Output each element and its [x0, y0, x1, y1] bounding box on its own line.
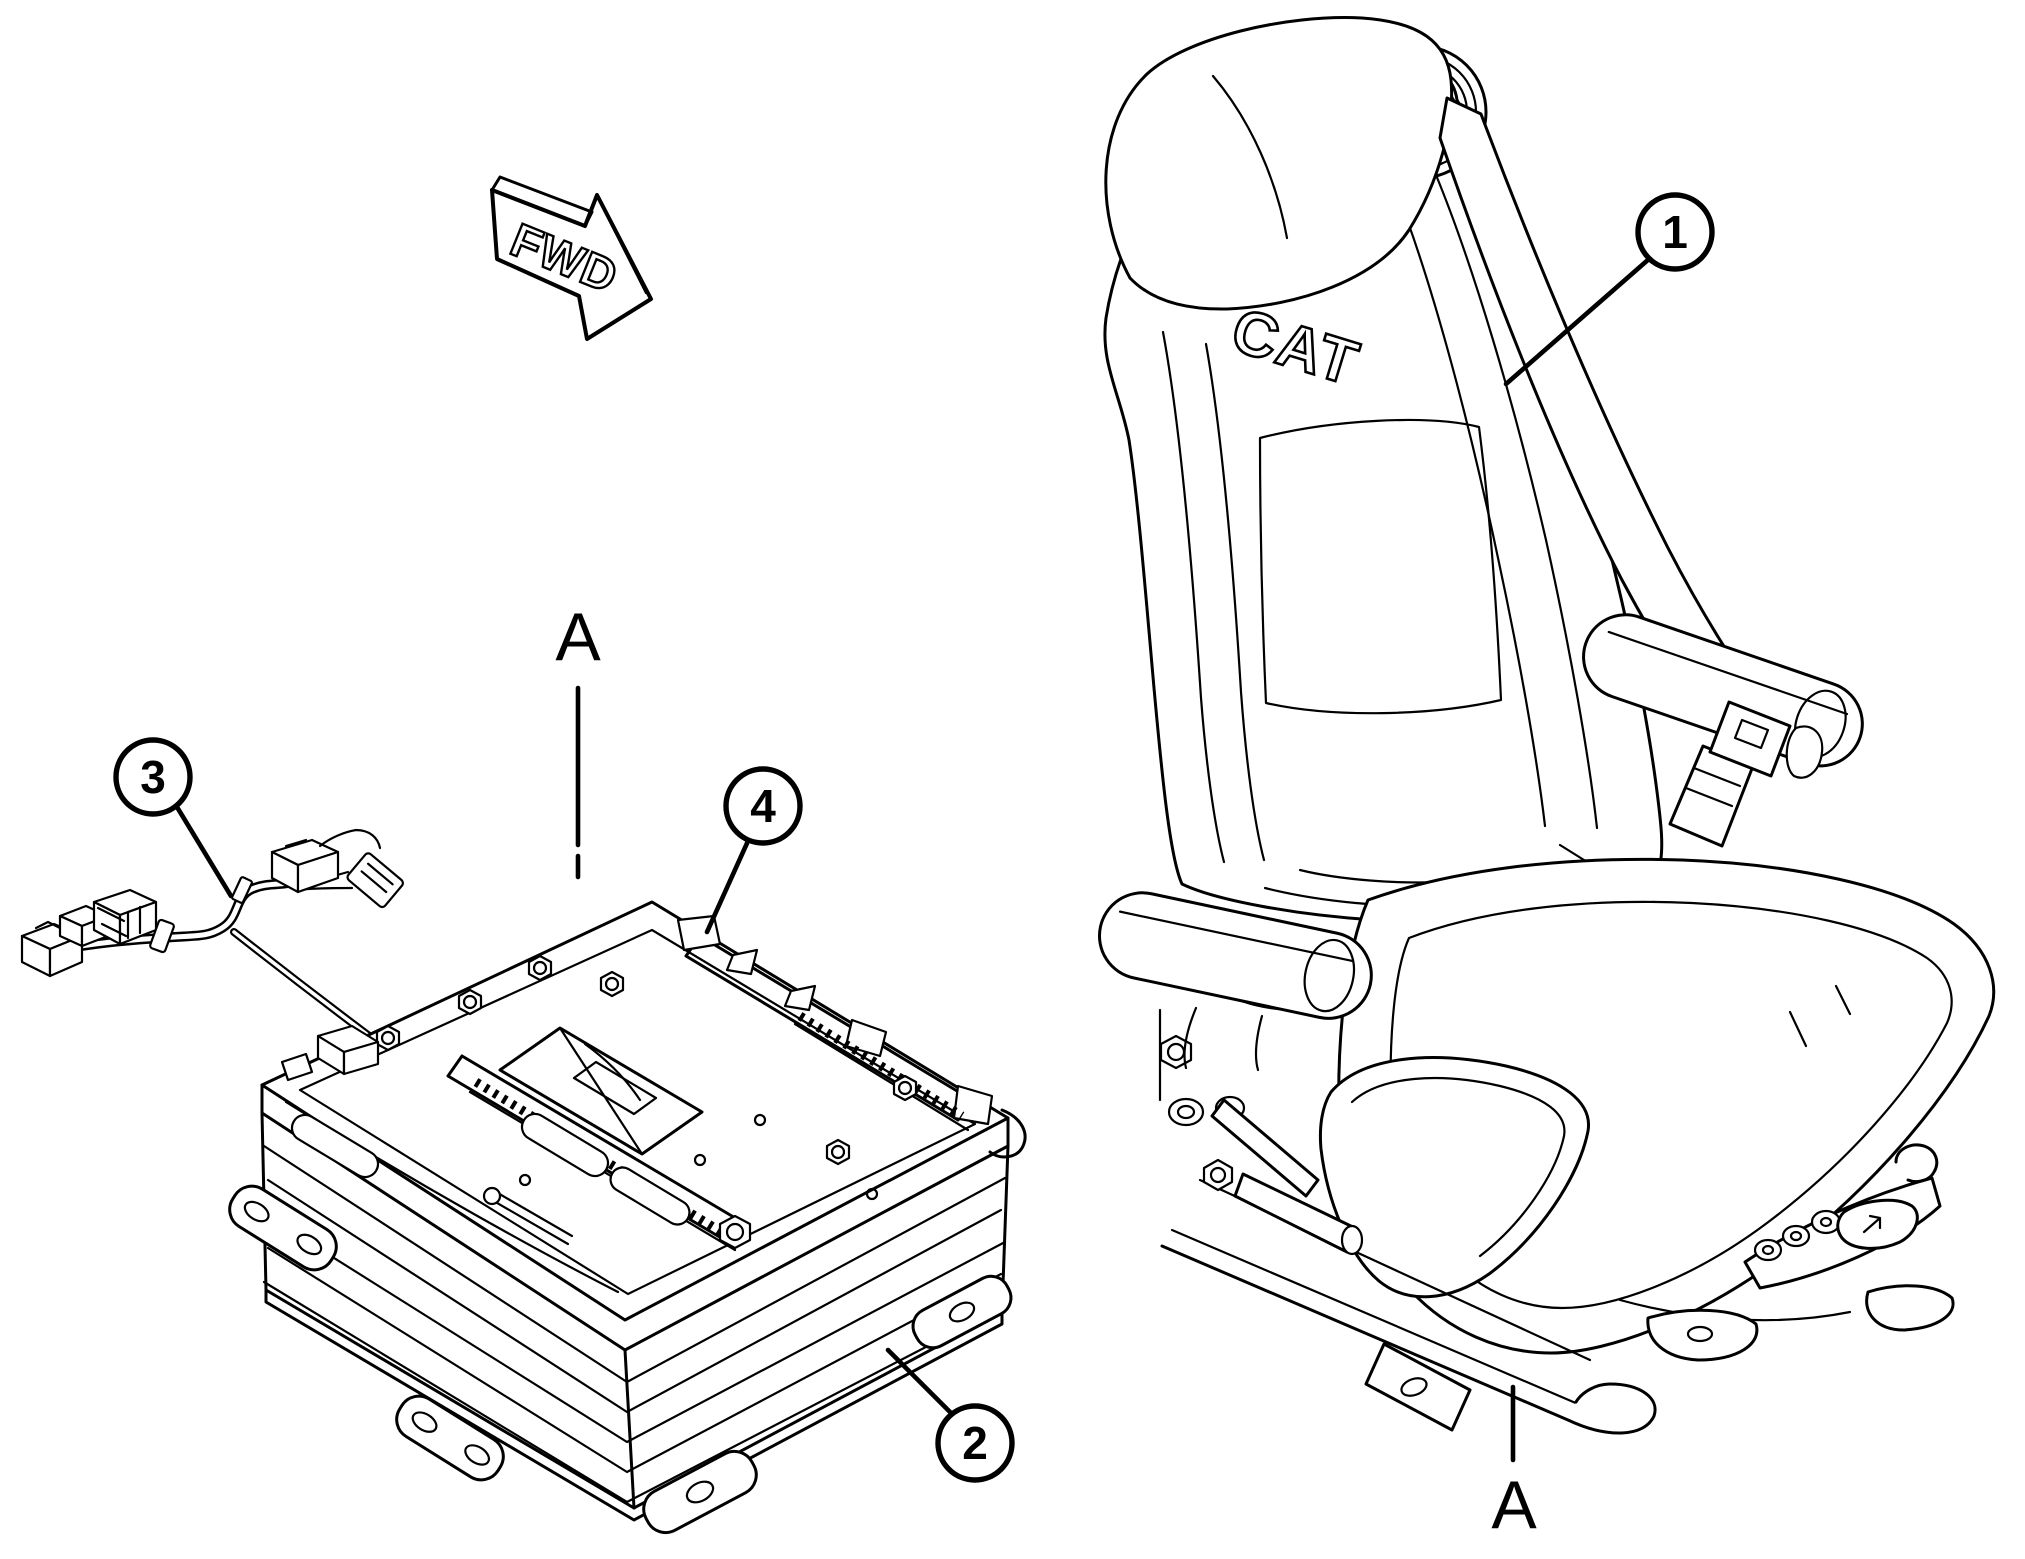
harness-connector-mid [92, 888, 158, 946]
fwd-arrow-bevel [600, 204, 648, 295]
hex-bolt [599, 970, 625, 998]
wiring-harness-illustration [20, 828, 560, 1162]
fwd-arrow: FWD [490, 175, 653, 341]
adjuster-paddle [1836, 1198, 1919, 1250]
slide-rail-upper [676, 914, 994, 1126]
buckle-slot [1733, 718, 1770, 750]
hex-bolt [825, 1138, 851, 1166]
top-plate-thickness [260, 1083, 1010, 1352]
harness-connector-right [346, 852, 404, 909]
hex-bolts [375, 954, 918, 1250]
u-bracket [1894, 1143, 1939, 1184]
slider-sleeve-1 [290, 1113, 380, 1179]
callout-2-circle [935, 1403, 1015, 1483]
right-corner-hook [988, 1108, 1027, 1159]
serrated-rack-upper [797, 1012, 965, 1120]
mounting-foot-front-left [395, 1394, 505, 1482]
left-armrest-support [1183, 1006, 1264, 1072]
section-letter-bottom: A [1491, 1467, 1537, 1543]
callout-3-number: 3 [140, 751, 166, 803]
callout-2-leader [885, 1347, 954, 1416]
callout-4: 4 [704, 766, 803, 935]
harness-cable-clip-2 [231, 876, 253, 904]
section-marker-bottom: A [1491, 1384, 1537, 1543]
callout-2: 2 [885, 1347, 1015, 1483]
mounting-foot-right [911, 1274, 1013, 1350]
control-knobs [1753, 1209, 1842, 1262]
seat-base [1160, 1143, 1955, 1435]
base-foot-tab [1646, 1308, 1759, 1362]
central-cutout [498, 1026, 704, 1156]
rail-foot-plate [1364, 1342, 1472, 1432]
seat-belt-buckle [1668, 700, 1792, 848]
callout-1: 1 [1503, 192, 1715, 387]
top-plate-inner-outline [298, 928, 977, 1296]
hex-bolt [527, 954, 553, 982]
mounting-foot-left [228, 1184, 338, 1272]
mounting-foot-front [642, 1449, 758, 1535]
recline-lever [1210, 1098, 1320, 1198]
fwd-arrow-extrusion [490, 175, 594, 228]
callout-4-circle [723, 766, 803, 846]
harness-cable-clip [149, 918, 175, 954]
slider-sleeve-2 [520, 1112, 610, 1178]
base-foot-tab-right [1865, 1284, 1955, 1332]
callout-3: 3 [113, 737, 234, 899]
callout-3-circle [113, 737, 193, 817]
headrest [1104, 16, 1454, 311]
annotations: 1 2 3 4 A A [113, 192, 1715, 1543]
hex-bolt [375, 1024, 401, 1052]
pin [482, 1186, 574, 1246]
cushion-crease-ticks [1788, 984, 1852, 1048]
callout-4-number: 4 [750, 780, 776, 832]
hex-bolt [457, 988, 483, 1016]
slider-sleeve-3 [609, 1166, 691, 1226]
suspension-assembly-illustration [228, 900, 1027, 1535]
armrest-mount-post [1785, 725, 1824, 779]
seat-assembly-illustration: CAT [1097, 16, 1996, 1435]
callout-1-number: 1 [1662, 206, 1688, 258]
backrest-seams [1161, 173, 1599, 864]
left-bolster-pad [1318, 1056, 1591, 1299]
section-letter-top: A [555, 599, 601, 675]
hex-bolt [892, 1074, 918, 1102]
rail-end-curl [1566, 1382, 1657, 1435]
callout-2-number: 2 [962, 1417, 988, 1469]
rivets [518, 1113, 879, 1201]
section-marker-top: A [555, 599, 601, 880]
hex-bolt-large [718, 1214, 752, 1250]
right-armrest [1582, 613, 1864, 768]
harness-branch-wire [318, 828, 382, 850]
bellows-front-edge [623, 1348, 636, 1510]
left-armrest [1097, 891, 1373, 1020]
serrated-rack-upper-base [793, 1022, 970, 1132]
recline-mechanism [1158, 978, 1364, 1256]
callout-4-leader [704, 838, 751, 935]
headrest-crease [1211, 74, 1289, 240]
base-plate-edge [264, 1288, 1004, 1522]
callout-3-leader [174, 804, 234, 899]
corner-block [280, 1024, 380, 1082]
bellows-pleats [262, 1144, 1007, 1504]
callout-1-leader [1503, 256, 1652, 387]
callout-1-circle [1635, 192, 1715, 272]
harness-connector-upper [270, 838, 340, 894]
